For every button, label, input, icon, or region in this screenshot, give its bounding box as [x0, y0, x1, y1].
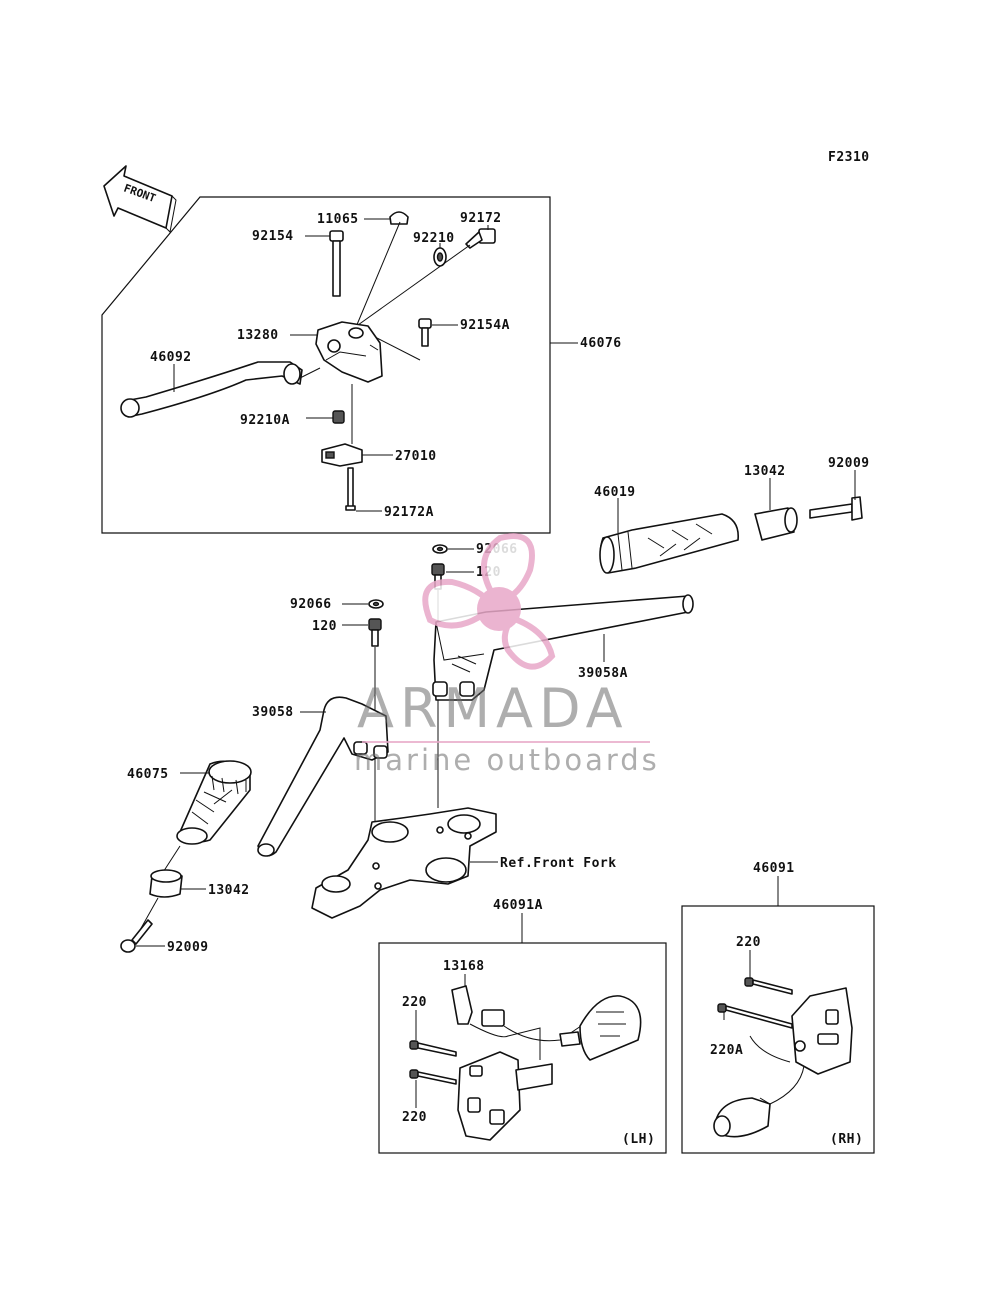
label-46091: 46091 [753, 861, 795, 876]
switch-13168 [451, 985, 473, 1025]
bolt-92154 [329, 230, 344, 297]
washer-92066-left [368, 599, 384, 609]
front-arrow-icon: FRONT [103, 165, 177, 234]
holder-13280 [315, 321, 383, 383]
label-92009-right: 92009 [828, 456, 870, 471]
grip-46075 [176, 760, 252, 845]
cap-11065 [389, 211, 409, 225]
switch-27010 [321, 443, 363, 467]
label-92066-left: 92066 [290, 597, 332, 612]
diagram-code: F2310 [828, 150, 870, 165]
label-92172: 92172 [460, 211, 502, 226]
label-46092: 46092 [150, 350, 192, 365]
nut-92210A [332, 410, 345, 424]
screw-220-rh [744, 977, 793, 995]
label-220A: 220A [710, 1043, 743, 1058]
screw-220A-rh [717, 1003, 793, 1029]
watermark-tagline: marine outboards [354, 743, 660, 777]
label-46076: 46076 [580, 336, 622, 351]
screw-220-lh-bottom [409, 1069, 457, 1085]
label-13280: 13280 [237, 328, 279, 343]
weight-13042-left [149, 869, 183, 898]
label-92210: 92210 [413, 231, 455, 246]
label-220-lh-top: 220 [402, 995, 427, 1010]
label-rh: (RH) [830, 1132, 863, 1147]
rh-switch-housing [713, 987, 853, 1138]
bolt-92154A [418, 318, 432, 347]
label-46091A: 46091A [493, 898, 543, 913]
lever-46092 [120, 361, 303, 418]
watermark-brand: ARMADA [357, 677, 629, 740]
screw-92009-left [120, 919, 153, 953]
label-27010: 27010 [395, 449, 437, 464]
screw-220-lh-top [409, 1040, 457, 1057]
screw-92172A [345, 467, 356, 511]
grip-46019 [599, 513, 739, 574]
label-13042-right: 13042 [744, 464, 786, 479]
label-220-lh-bottom: 220 [402, 1110, 427, 1125]
label-92154: 92154 [252, 229, 294, 244]
label-lh: (LH) [622, 1132, 655, 1147]
label-46075: 46075 [127, 767, 169, 782]
screw-92172 [465, 228, 496, 249]
label-92210A: 92210A [240, 413, 290, 428]
armada-logo: ARMADA marine outboards [354, 533, 660, 777]
label-92172A: 92172A [384, 505, 434, 520]
weight-13042-right [754, 507, 798, 541]
label-92154A: 92154A [460, 318, 510, 333]
clutch-lever-box [101, 196, 551, 534]
label-39058: 39058 [252, 705, 294, 720]
front-fork-clamp [311, 807, 497, 919]
bolt-120-left [368, 618, 382, 647]
nut-92210 [433, 247, 447, 267]
label-ref-front-fork: Ref.Front Fork [500, 856, 617, 871]
handlebar-39058 [257, 696, 389, 857]
label-220-rh: 220 [736, 935, 761, 950]
screw-92009-right [809, 496, 863, 521]
label-11065: 11065 [317, 212, 359, 227]
label-46019: 46019 [594, 485, 636, 500]
label-39058A: 39058A [578, 666, 628, 681]
label-13168: 13168 [443, 959, 485, 974]
lh-switch-housing [457, 995, 642, 1141]
label-92009-left: 92009 [167, 940, 209, 955]
label-13042-left: 13042 [208, 883, 250, 898]
label-120-left: 120 [312, 619, 337, 634]
washer-92066-right [432, 544, 448, 554]
